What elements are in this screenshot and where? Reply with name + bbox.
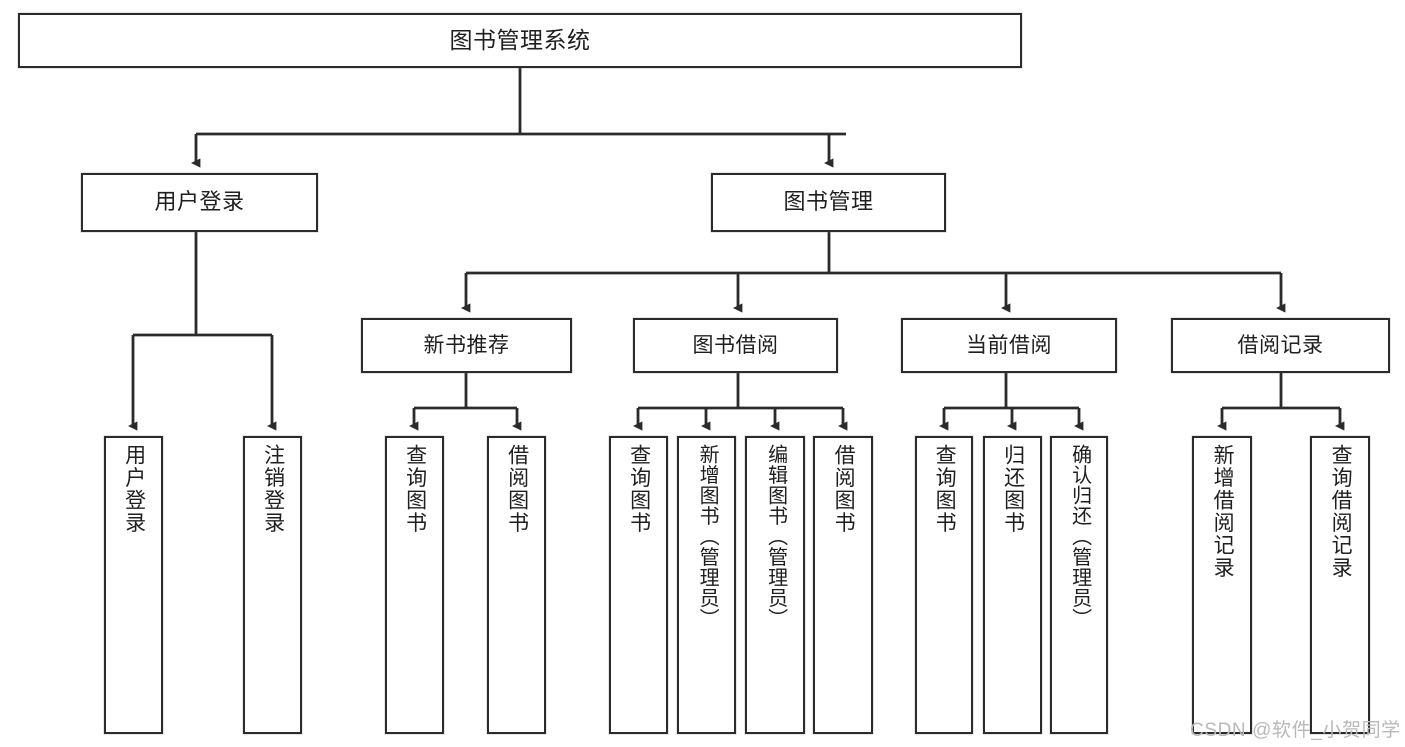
node-leaf-borrow-book-rec[interactable]: 借阅图书: [487, 436, 546, 734]
node-leaf-logout-label: 注销登录: [261, 444, 285, 534]
node-book-borrow-label: 图书借阅: [692, 333, 779, 357]
node-new-book-recommend[interactable]: 新书推荐: [361, 318, 572, 373]
node-book-management-label: 图书管理: [783, 189, 874, 215]
node-leaf-logout[interactable]: 注销登录: [243, 436, 302, 734]
node-leaf-borrow-book-rec-label: 借阅图书: [505, 444, 529, 534]
node-leaf-query-book-borrow[interactable]: 查询图书: [609, 436, 668, 734]
node-leaf-return-book[interactable]: 归还图书: [983, 436, 1042, 734]
node-current-borrow[interactable]: 当前借阅: [901, 318, 1117, 373]
node-leaf-borrow-book-label: 借阅图书: [832, 444, 856, 534]
node-leaf-edit-book-admin[interactable]: 编辑图书（管理员）: [745, 436, 805, 734]
node-borrow-record-label: 借阅记录: [1237, 333, 1324, 357]
node-leaf-query-borrow-record[interactable]: 查询借阅记录: [1310, 436, 1370, 734]
node-root[interactable]: 图书管理系统: [18, 13, 1022, 68]
node-leaf-query-book-rec[interactable]: 查询图书: [385, 436, 444, 734]
node-borrow-record[interactable]: 借阅记录: [1171, 318, 1390, 373]
node-leaf-add-book-admin-label: 新增图书（管理员）: [696, 444, 719, 629]
node-leaf-return-book-label: 归还图书: [1001, 444, 1025, 534]
node-root-label: 图书管理系统: [449, 26, 591, 53]
node-leaf-add-book-admin[interactable]: 新增图书（管理员）: [677, 436, 736, 734]
csdn-watermark: CSDN @软件_小贺同学: [1190, 720, 1401, 741]
node-leaf-confirm-return-admin-label: 确认归还（管理员）: [1068, 444, 1091, 629]
node-leaf-add-borrow-record[interactable]: 新增借阅记录: [1192, 436, 1252, 734]
node-leaf-query-book-borrow-label: 查询图书: [627, 444, 651, 534]
node-leaf-user-login[interactable]: 用户登录: [104, 436, 163, 734]
node-leaf-query-borrow-record-label: 查询借阅记录: [1329, 444, 1353, 579]
node-leaf-edit-book-admin-label: 编辑图书（管理员）: [764, 444, 787, 629]
node-user-login[interactable]: 用户登录: [81, 173, 318, 232]
node-leaf-user-login-label: 用户登录: [122, 444, 146, 534]
node-user-login-label: 用户登录: [154, 189, 245, 215]
node-leaf-borrow-book[interactable]: 借阅图书: [813, 436, 873, 734]
node-leaf-add-borrow-record-label: 新增借阅记录: [1211, 444, 1235, 579]
node-leaf-query-book-current-label: 查询图书: [933, 444, 957, 534]
node-leaf-confirm-return-admin[interactable]: 确认归还（管理员）: [1050, 436, 1108, 734]
node-book-management[interactable]: 图书管理: [711, 173, 946, 232]
node-leaf-query-book-rec-label: 查询图书: [403, 444, 427, 534]
node-book-borrow[interactable]: 图书借阅: [633, 318, 838, 373]
node-current-borrow-label: 当前借阅: [966, 333, 1052, 357]
node-new-book-recommend-label: 新书推荐: [423, 333, 510, 357]
node-leaf-query-book-current[interactable]: 查询图书: [915, 436, 973, 734]
